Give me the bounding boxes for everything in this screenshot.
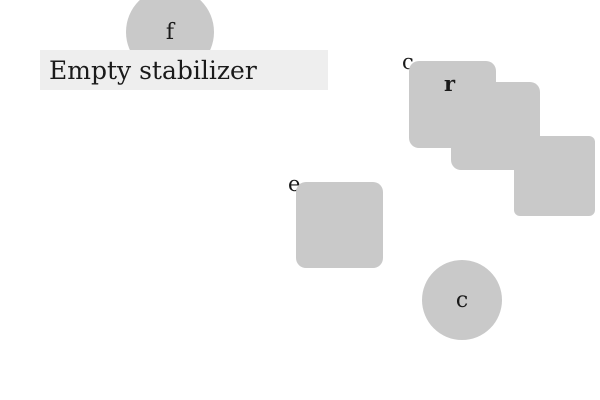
circle-c-label: c [455,287,469,313]
stack-tile-1-label: r [444,71,456,96]
stack-tile-1[interactable]: r [409,61,496,148]
title-bar: Empty stabilizer [40,50,328,90]
title-text: Empty stabilizer [49,55,257,85]
square-e[interactable] [296,182,383,268]
circle-c[interactable]: c [422,260,502,340]
stack-label: c [402,50,414,74]
circle-f-label: f [165,19,175,45]
